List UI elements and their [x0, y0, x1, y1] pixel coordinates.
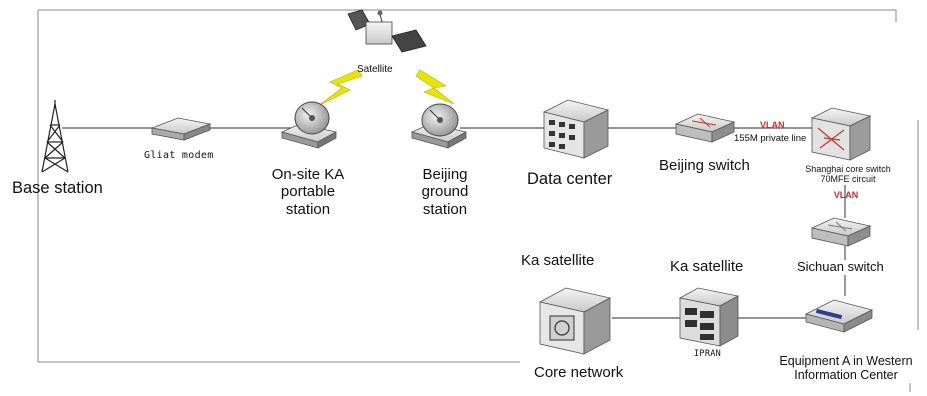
- ka-satellite-left-label: Ka satellite: [521, 252, 595, 269]
- vlan-bottom-label: VLAN: [833, 190, 859, 200]
- lightning-left: [317, 69, 363, 107]
- sichuan-switch-label: Sichuan switch: [797, 259, 884, 275]
- modem-icon: [150, 117, 212, 141]
- router-icon-equipment-a: [804, 299, 874, 333]
- core-network-label: Core network: [530, 364, 628, 382]
- base-station-label: Base station: [12, 179, 103, 197]
- gliat-modem-label: Gliat modem: [144, 150, 214, 161]
- lightning-right: [415, 69, 455, 105]
- router-icon-shanghai: [810, 107, 872, 161]
- private-line-label: 155M private line: [734, 133, 807, 145]
- beijing-ground-label: Beijing ground station: [421, 166, 469, 218]
- satellite-label: Satellite: [357, 64, 393, 75]
- data-center-label: Data center: [527, 170, 613, 188]
- tower-icon: [41, 100, 69, 173]
- vlan-top-label: VLAN: [760, 120, 785, 130]
- onsite-ka-label: On-site KA portable station: [271, 166, 345, 218]
- ka-satellite-right-label: Ka satellite: [670, 258, 744, 275]
- equipment-a-label: Equipment A in Western Information Cente…: [766, 354, 926, 383]
- shanghai-core-label: Shanghai core switch 70MFE circuit: [796, 164, 900, 185]
- switch-icon-sichuan: [810, 217, 872, 247]
- connection-lines: [62, 127, 846, 319]
- dish-icon-onsite: [280, 101, 338, 149]
- dish-icon-beijing: [410, 103, 468, 149]
- switch-icon-beijing: [674, 113, 736, 143]
- server-icon-ipran: [678, 287, 740, 347]
- frame-border: [37, 9, 919, 392]
- ipran-label: IPRAN: [694, 349, 722, 359]
- satellite-icon: [347, 9, 427, 53]
- server-icon-data-center: [542, 99, 610, 159]
- beijing-switch-label: Beijing switch: [659, 157, 750, 174]
- server-icon-core-network: [538, 287, 612, 355]
